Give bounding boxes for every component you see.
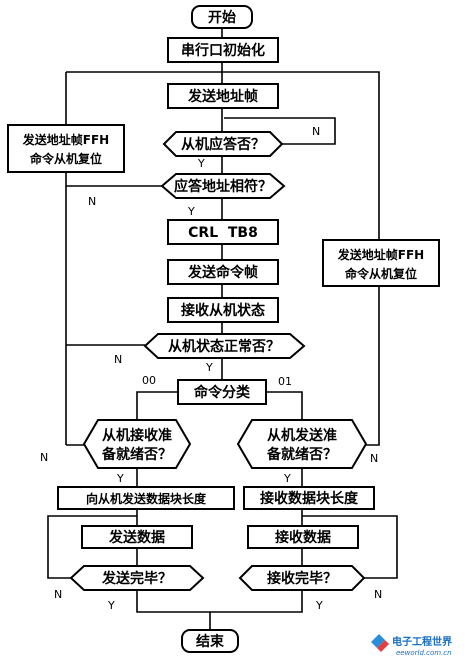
- node-crl-tb8: CRL TB8: [167, 219, 279, 245]
- node-send-cmd-label: 发送命令帧: [187, 264, 258, 281]
- decision-slave-send-ready: 从机发送准 备就绪否？: [236, 419, 368, 469]
- label-branch-01: 01: [278, 375, 292, 388]
- edge-loop-top: [66, 71, 380, 248]
- decision-recv-done: 接收完毕？: [238, 565, 366, 591]
- label-recv-ready-yes: Y: [116, 472, 124, 485]
- decision-slave-send-ready-line1: 从机发送准: [267, 427, 337, 444]
- decision-slave-recv-ready: 从机接收准 备就绪否？: [82, 419, 192, 469]
- connectors: [47, 28, 398, 630]
- node-send-len-label: 向从机发送数据块长度: [86, 491, 207, 506]
- node-reset-left-line2: 命令从机复位: [29, 151, 102, 166]
- node-send-data-label: 发送数据: [108, 529, 165, 546]
- node-crl-tb8-label: CRL TB8: [188, 225, 258, 241]
- decision-status-ok: 从机状态正常否？: [143, 333, 306, 359]
- label-status-yes: Y: [205, 361, 213, 374]
- node-cmd-classify: 命令分类: [177, 379, 267, 405]
- node-init-label: 串行口初始化: [181, 42, 265, 59]
- node-send-len: 向从机发送数据块长度: [57, 486, 235, 510]
- decision-recv-done-label: 接收完毕？: [267, 570, 337, 587]
- decision-addr-match-label: 应答地址相符？: [174, 178, 272, 195]
- node-cmd-classify-label: 命令分类: [193, 384, 251, 401]
- watermark-name: 电子工程世界: [392, 635, 452, 648]
- node-start-label: 开始: [208, 9, 236, 26]
- decision-slave-ack-label: 从机应答否？: [181, 136, 265, 153]
- edge-recv-done-end: [210, 590, 303, 613]
- decision-status-ok-label: 从机状态正常否？: [168, 338, 280, 355]
- edge-classify-00: [136, 391, 178, 420]
- label-recv-done-yes: Y: [315, 599, 323, 612]
- label-ack-yes: Y: [197, 157, 205, 170]
- node-reset-right-line2: 命令从机复位: [344, 266, 417, 281]
- decision-send-done: 发送完毕？: [69, 565, 205, 591]
- watermark-logo: 电子工程世界 eeworld.com.cn: [371, 634, 452, 657]
- decision-slave-ack: 从机应答否？: [162, 131, 284, 157]
- node-send-cmd: 发送命令帧: [167, 259, 279, 285]
- label-recv-ready-no: N: [40, 451, 48, 464]
- label-recv-done-no: N: [374, 588, 382, 601]
- edge-recv-done-no: [302, 515, 398, 579]
- node-reset-right-line1: 发送地址帧FFH: [337, 247, 424, 262]
- node-reset-left: 发送地址帧FFH 命令从机复位: [7, 124, 125, 173]
- node-send-data: 发送数据: [81, 525, 193, 549]
- label-match-no: N: [88, 195, 96, 208]
- label-ack-no: N: [312, 125, 320, 138]
- edge-send-done-end: [136, 590, 211, 630]
- node-recv-data-label: 接收数据: [275, 529, 331, 546]
- label-send-done-yes: Y: [107, 599, 115, 612]
- node-send-addr: 发送地址帧: [167, 83, 279, 109]
- node-reset-left-line1: 发送地址帧FFH: [22, 132, 109, 147]
- node-end: 结束: [181, 629, 239, 653]
- node-recv-data: 接收数据: [247, 525, 359, 549]
- edge-send-done-no: [47, 515, 137, 579]
- edge-send-ready-no: [366, 286, 380, 446]
- edge-classify-01: [266, 391, 303, 420]
- label-branch-00: 00: [142, 374, 156, 387]
- node-init: 串行口初始化: [167, 37, 279, 63]
- node-recv-len-label: 接收数据块长度: [260, 490, 359, 507]
- node-send-addr-label: 发送地址帧: [187, 88, 258, 105]
- decision-slave-recv-ready-line1: 从机接收准: [102, 427, 172, 444]
- decision-send-done-label: 发送完毕？: [101, 570, 172, 587]
- decision-slave-send-ready-line2: 备就绪否？: [266, 446, 337, 463]
- label-send-done-no: N: [54, 588, 62, 601]
- label-send-ready-no: N: [370, 452, 378, 465]
- node-recv-status: 接收从机状态: [167, 297, 279, 323]
- node-recv-len: 接收数据块长度: [243, 486, 375, 510]
- node-start: 开始: [191, 5, 253, 29]
- node-recv-status-label: 接收从机状态: [181, 302, 265, 319]
- node-reset-right: 发送地址帧FFH 命令从机复位: [322, 239, 440, 287]
- label-send-ready-yes: Y: [283, 472, 291, 485]
- label-status-no: N: [114, 353, 122, 366]
- decision-slave-recv-ready-line2: 备就绪否？: [101, 446, 172, 463]
- label-match-yes: Y: [187, 205, 195, 218]
- edge-ack-no-loop: [224, 117, 336, 145]
- decision-addr-match: 应答地址相符？: [160, 173, 286, 199]
- watermark-url: eeworld.com.cn: [396, 649, 452, 657]
- node-end-label: 结束: [196, 633, 225, 650]
- edge-labels: N Y N Y N Y 00 01 N Y Y N N Y Y N: [40, 125, 382, 612]
